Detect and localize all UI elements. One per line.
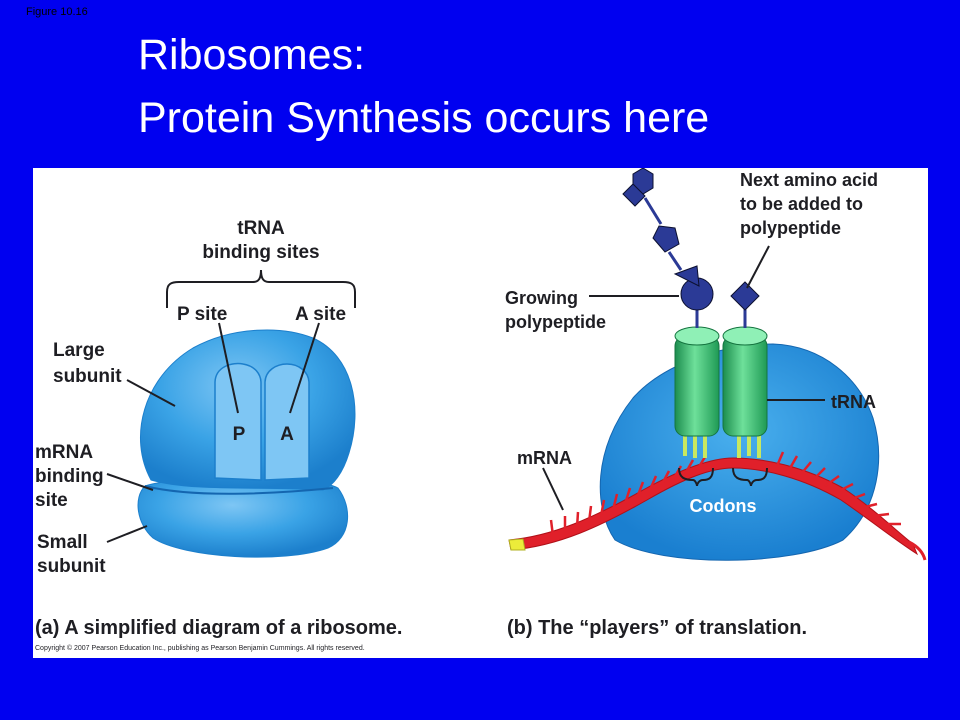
trna-right bbox=[722, 326, 768, 437]
trna-sites-label-line2: binding sites bbox=[202, 242, 319, 263]
large-subunit-leader bbox=[126, 379, 176, 407]
p-site-channel bbox=[214, 362, 262, 481]
trna-sites-label-line1: tRNA bbox=[237, 218, 285, 239]
growing-polypeptide-chain bbox=[622, 168, 714, 328]
next-amino-label-line1: Next amino acid bbox=[740, 170, 878, 190]
p-site-leader bbox=[218, 322, 239, 414]
diagram-b: Next amino acid to be added to polypepti… bbox=[505, 168, 927, 639]
next-amino-leader bbox=[746, 245, 770, 289]
mrna-site-label-line1: mRNA bbox=[35, 442, 93, 463]
slide-title-line2: Protein Synthesis occurs here bbox=[138, 94, 710, 142]
codons-label: Codons bbox=[690, 496, 757, 516]
a-letter: A bbox=[280, 424, 294, 445]
p-letter: P bbox=[233, 424, 246, 445]
growing-polypeptide-label-line2: polypeptide bbox=[505, 312, 606, 332]
a-site-label: A site bbox=[295, 304, 346, 325]
trna-label: tRNA bbox=[831, 392, 876, 412]
mrna-leader bbox=[542, 467, 564, 511]
mrna-three-prime-tail bbox=[908, 540, 927, 561]
diagram-a: tRNA binding sites P site A site Large s… bbox=[35, 218, 402, 639]
codon-bracket-left bbox=[678, 467, 714, 487]
mrna-site-label-line3: site bbox=[35, 490, 68, 511]
caption-a: (a) A simplified diagram of a ribosome. bbox=[35, 617, 402, 639]
growing-polypeptide-label-line1: Growing bbox=[505, 288, 578, 308]
next-amino-acid bbox=[730, 281, 760, 328]
mrna-strand bbox=[508, 457, 919, 556]
large-subunit-label-line2: subunit bbox=[53, 366, 122, 387]
figure-panel: tRNA binding sites P site A site Large s… bbox=[33, 168, 928, 658]
next-amino-label-line2: to be added to bbox=[740, 194, 863, 214]
figure-label: Figure 10.16 bbox=[26, 6, 88, 18]
mrna-five-prime-cap bbox=[508, 538, 526, 551]
small-subunit-leader bbox=[106, 525, 148, 543]
mrna-label: mRNA bbox=[517, 448, 572, 468]
p-site-label: P site bbox=[177, 304, 227, 325]
next-amino-label-line3: polypeptide bbox=[740, 218, 841, 238]
codon-bracket-right bbox=[732, 467, 768, 487]
copyright-notice: Copyright © 2007 Pearson Education Inc.,… bbox=[35, 644, 365, 652]
subunit-groove bbox=[144, 485, 334, 495]
small-subunit-label-line1: Small bbox=[37, 532, 88, 553]
trna-sites-bracket bbox=[166, 269, 356, 308]
a-site-channel bbox=[264, 363, 310, 481]
mrna-site-label-line2: binding bbox=[35, 466, 104, 487]
large-subunit-label-line1: Large bbox=[53, 340, 105, 361]
ribosome-figure-svg: tRNA binding sites P site A site Large s… bbox=[35, 168, 927, 652]
mrna-site-leader bbox=[106, 473, 154, 491]
a-site-leader bbox=[289, 322, 320, 414]
codon-pairing bbox=[683, 434, 761, 458]
slide-title-line1: Ribosomes: bbox=[138, 31, 366, 79]
trna-left bbox=[674, 326, 720, 437]
mrna-bases bbox=[549, 451, 901, 537]
small-subunit-label-line2: subunit bbox=[37, 556, 106, 577]
caption-b: (b) The “players” of translation. bbox=[507, 617, 807, 639]
